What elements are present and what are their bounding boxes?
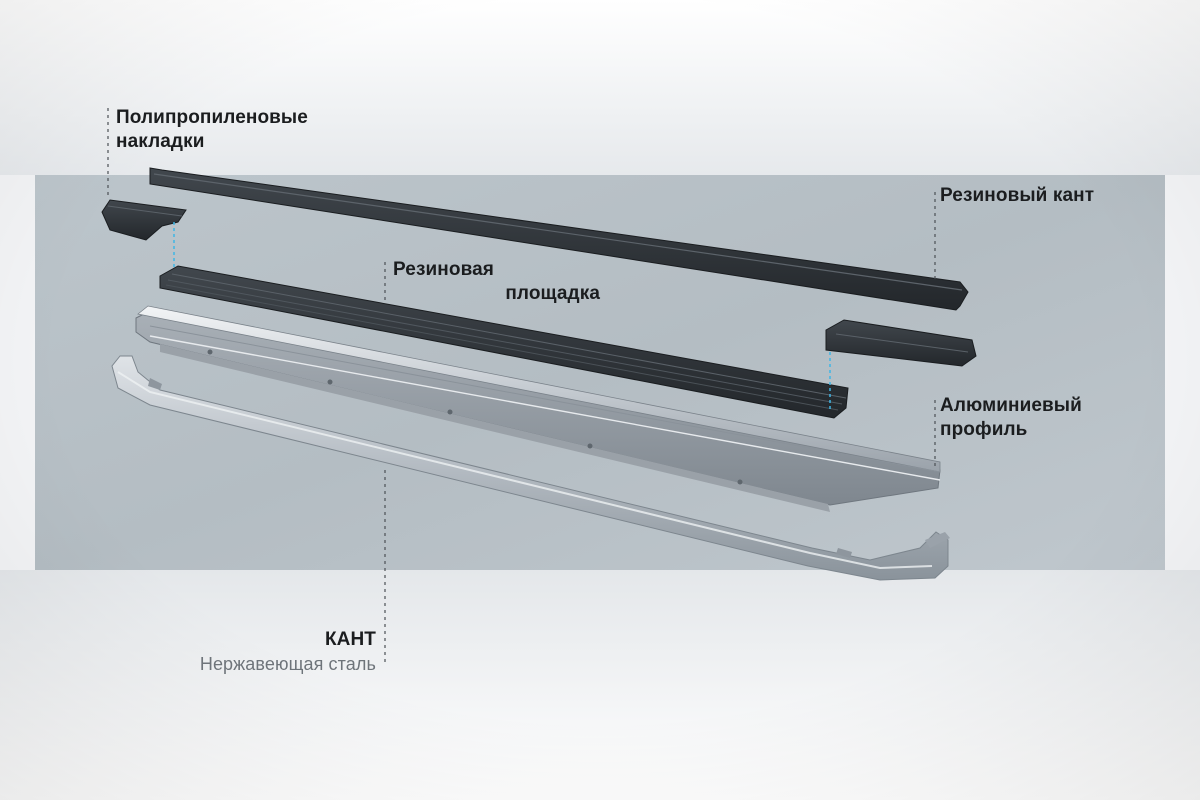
label-rubber-edge: Резиновый кант bbox=[940, 184, 1094, 208]
polypropylene-cap-left bbox=[101, 199, 187, 241]
label-aluminium-line2: профиль bbox=[940, 419, 1028, 440]
label-polypropylene-caps: Полипропиленовые накладки bbox=[116, 106, 308, 154]
rubber-pad bbox=[159, 265, 849, 419]
label-rubber-pad-line1: Резиновая bbox=[393, 259, 494, 280]
polypropylene-cap-right bbox=[825, 319, 977, 367]
label-rubber-edge-line1: Резиновый кант bbox=[940, 185, 1095, 206]
rubber-edge-strip bbox=[149, 167, 969, 311]
alignment-guides bbox=[173, 222, 831, 410]
aluminium-profile bbox=[135, 305, 941, 512]
label-aluminium-profile: Алюминиевый профиль bbox=[940, 394, 1082, 442]
label-stainless-trim: КАНТ Нержавеющая сталь bbox=[110, 628, 376, 676]
label-caps-line2: накладки bbox=[116, 131, 205, 152]
label-caps-line1: Полипропиленовые bbox=[116, 107, 308, 128]
stainless-steel-trim bbox=[111, 355, 950, 581]
leader-lines bbox=[107, 108, 936, 666]
label-rubber-pad: Резиновая площадка bbox=[385, 258, 600, 306]
label-aluminium-line1: Алюминиевый bbox=[940, 395, 1082, 416]
label-trim-line1: КАНТ bbox=[324, 629, 376, 650]
label-rubber-pad-line2: площадка bbox=[505, 283, 600, 304]
label-trim-line2: Нержавеющая сталь bbox=[199, 654, 376, 674]
